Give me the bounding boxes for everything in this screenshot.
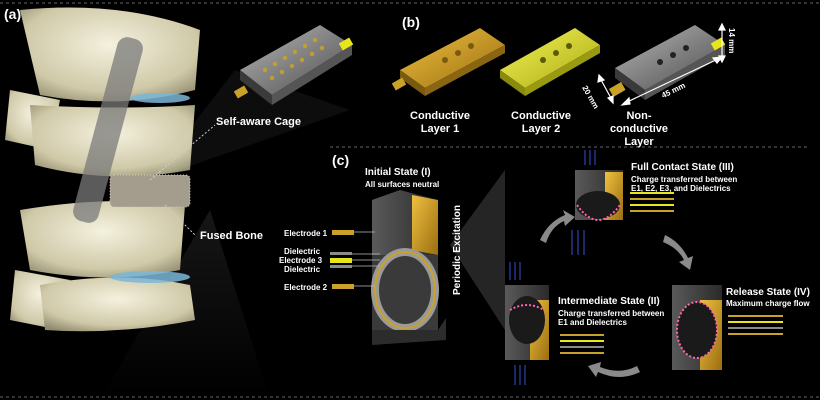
excitation-beam (450, 170, 505, 330)
dielectric-bottom-label: Dielectric (284, 265, 321, 274)
spine-illustration (5, 7, 350, 400)
initial-state-desc: All surfaces neutral (365, 180, 440, 189)
excitation-label: Periodic Excitation (452, 204, 463, 296)
electrode3-label: Electrode 3 (279, 256, 323, 265)
layer2-render (500, 28, 600, 96)
dielectric-top-label: Dielectric (284, 247, 321, 256)
layer3-label: Non-conductive Layer (609, 110, 669, 148)
cycle-arrows (540, 210, 693, 377)
release-device (672, 285, 783, 370)
intermediate-device (505, 285, 604, 360)
full-contact-device (575, 170, 674, 221)
layer1-label: Conductive Layer 1 (410, 110, 470, 135)
layer3-render (608, 25, 726, 100)
cage-render-a (233, 25, 354, 105)
excitation-lines (509, 150, 596, 385)
initial-state-device (371, 190, 446, 345)
electrode2-label: Electrode 2 (284, 283, 328, 292)
layer1-render (391, 28, 505, 96)
initial-state-title: Initial State (I) (365, 167, 431, 178)
panel-label-b: (b) (402, 14, 420, 30)
intermediate-desc: Charge transferred between E1 and Dielec… (558, 309, 665, 327)
cage-label: Self-aware Cage (216, 116, 301, 128)
bone-label: Fused Bone (200, 230, 263, 242)
layer2-label: Conductive Layer 2 (511, 110, 571, 135)
full-contact-title: Full Contact State (III) (631, 162, 734, 173)
dimension-arrows (597, 22, 726, 106)
intermediate-title: Intermediate State (II) (558, 296, 660, 307)
release-desc: Maximum charge flow (726, 299, 810, 308)
dim-height-label: 14 mm (727, 28, 736, 54)
release-title: Release State (IV) (726, 287, 810, 298)
panel-label-a: (a) (4, 6, 22, 22)
electrode1-label: Electrode 1 (284, 229, 328, 238)
legend-swatches (330, 230, 380, 289)
panel-label-c: (c) (332, 152, 350, 168)
full-contact-desc: Charge transferred between E1, E2, E3, a… (631, 175, 738, 193)
